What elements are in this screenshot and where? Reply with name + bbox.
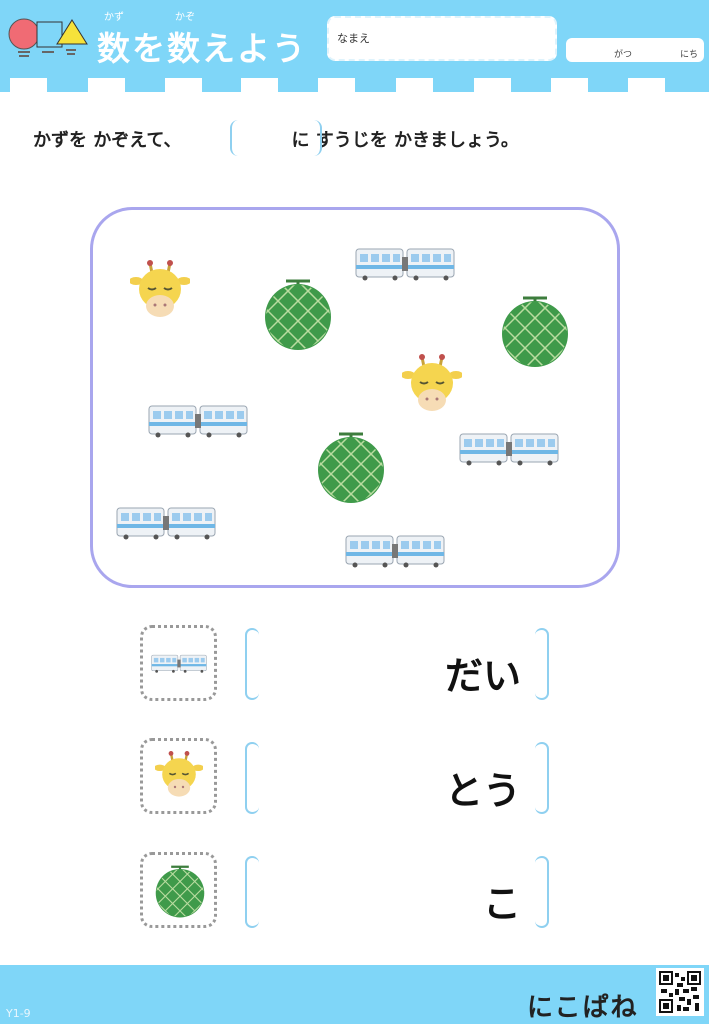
qr-code-icon bbox=[656, 968, 704, 1016]
instruction-after: に すうじを かきましょう。 bbox=[291, 130, 519, 151]
melon-icon bbox=[317, 430, 385, 504]
giraffe-sample-box bbox=[140, 738, 217, 814]
train-sample-box bbox=[140, 625, 217, 701]
train-icon bbox=[345, 534, 445, 568]
notch bbox=[628, 78, 665, 92]
instruction-before: かずを かぞえて、 bbox=[33, 130, 182, 151]
notch bbox=[318, 78, 355, 92]
notch bbox=[241, 78, 278, 92]
melon-answer-field[interactable] bbox=[262, 858, 422, 926]
train-icon bbox=[459, 432, 559, 466]
melon-icon bbox=[155, 863, 205, 919]
name-label: なまえ bbox=[337, 32, 370, 45]
notch bbox=[474, 78, 511, 92]
title-ruby: かぞ bbox=[175, 12, 195, 23]
melon-sample-box bbox=[140, 852, 217, 928]
train-answer-field[interactable] bbox=[262, 630, 422, 698]
notch bbox=[88, 78, 125, 92]
train-icon bbox=[148, 404, 248, 438]
instruction-answer-bracket bbox=[230, 120, 322, 156]
notch bbox=[396, 78, 433, 92]
name-field[interactable]: なまえ bbox=[327, 16, 557, 61]
train-icon bbox=[151, 654, 207, 673]
picture-frame bbox=[90, 207, 620, 588]
melon-icon bbox=[264, 277, 332, 351]
title-ruby: かず bbox=[104, 12, 124, 23]
brand-logo: にこぱね bbox=[527, 993, 639, 1023]
header: かず かぞ 数を数えよう なまえ がつ にち bbox=[0, 0, 709, 92]
giraffe-icon bbox=[155, 749, 203, 801]
page-title: 数を数えよう bbox=[97, 29, 307, 68]
giraffe-icon bbox=[402, 353, 462, 415]
answer-bracket-left bbox=[245, 628, 259, 700]
worksheet-code: Y1-9 bbox=[6, 1007, 31, 1020]
day-label: にち bbox=[680, 50, 699, 60]
notch bbox=[165, 78, 202, 92]
giraffe-answer-unit: とう bbox=[444, 769, 521, 813]
shapes-logo-icon bbox=[8, 18, 88, 57]
giraffe-icon bbox=[130, 259, 190, 321]
answer-bracket-right bbox=[535, 742, 549, 814]
giraffe-answer-field[interactable] bbox=[262, 744, 422, 812]
melon-answer-unit: こ bbox=[482, 882, 521, 926]
answer-bracket-left bbox=[245, 856, 259, 928]
train-icon bbox=[116, 506, 216, 540]
answer-bracket-right bbox=[535, 856, 549, 928]
notch bbox=[551, 78, 588, 92]
answer-bracket-left bbox=[245, 742, 259, 814]
month-label: がつ bbox=[614, 50, 633, 60]
date-field[interactable]: がつ にち bbox=[566, 38, 704, 62]
train-icon bbox=[355, 247, 455, 281]
footer bbox=[0, 965, 709, 1024]
train-answer-unit: だい bbox=[444, 654, 521, 698]
instruction: かずを かぞえて、 に すうじを かきましょう。 bbox=[33, 126, 519, 152]
melon-icon bbox=[501, 294, 569, 368]
notch bbox=[10, 78, 47, 92]
answer-bracket-right bbox=[535, 628, 549, 700]
